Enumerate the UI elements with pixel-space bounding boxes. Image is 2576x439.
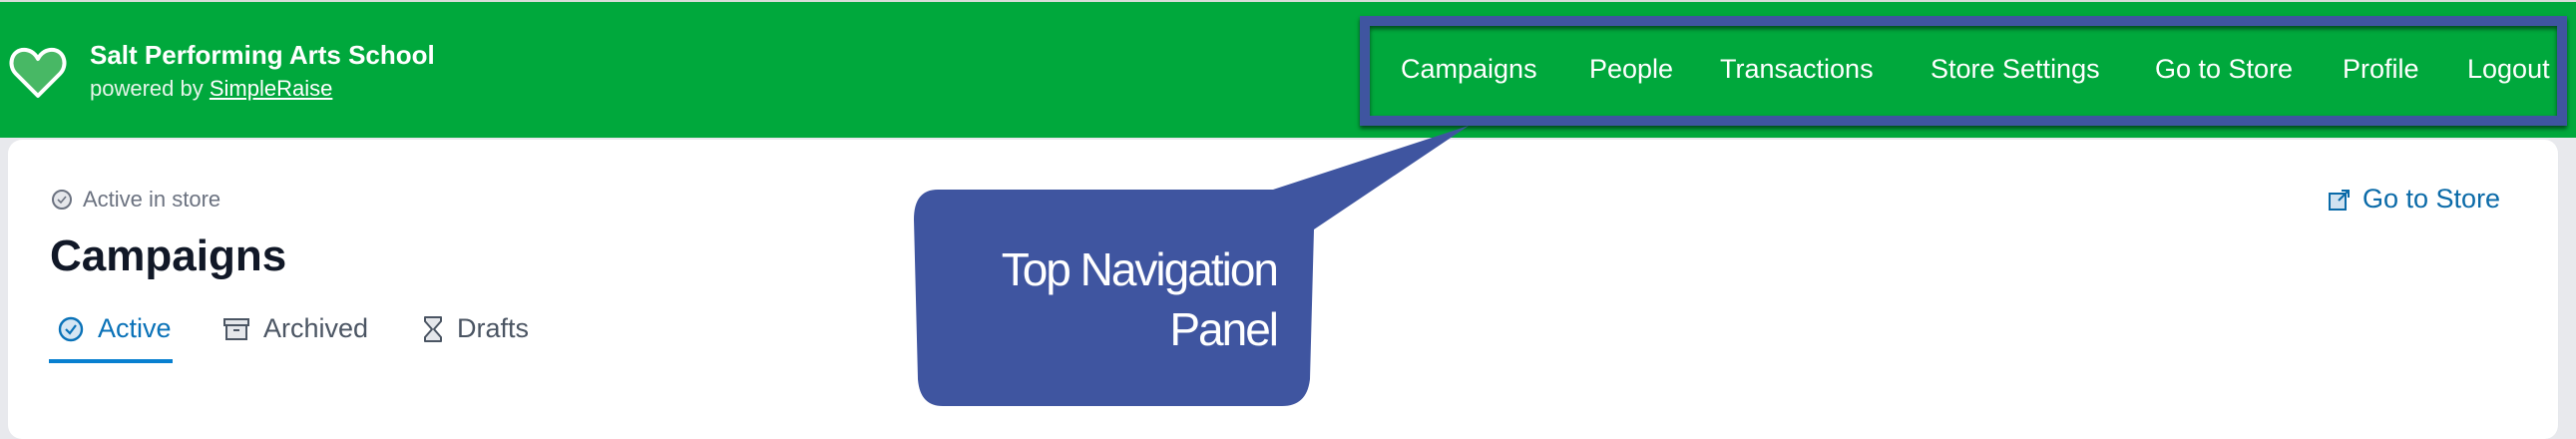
status-text: Active in store bbox=[83, 187, 221, 212]
annotation-highlight-box bbox=[1360, 16, 2567, 126]
archive-box-icon bbox=[223, 317, 249, 340]
hourglass-icon bbox=[424, 315, 442, 342]
annotation-line-2: Panel bbox=[1169, 303, 1279, 355]
tab-drafts[interactable]: Drafts bbox=[423, 313, 529, 344]
store-status: Active in store bbox=[51, 187, 220, 213]
org-name: Salt Performing Arts School bbox=[90, 40, 435, 70]
annotation-text: Top Navigation Panel bbox=[914, 239, 1279, 359]
nav-logout[interactable]: Logout bbox=[2467, 54, 2550, 84]
nav-store-settings[interactable]: Store Settings bbox=[1931, 54, 2100, 84]
check-circle-icon bbox=[58, 316, 84, 341]
nav-people[interactable]: People bbox=[1589, 54, 1674, 84]
tab-label: Archived bbox=[263, 313, 369, 343]
nav-campaigns[interactable]: Campaigns bbox=[1401, 54, 1537, 84]
simpleraise-link[interactable]: SimpleRaise bbox=[209, 76, 333, 101]
tab-archived[interactable]: Archived bbox=[223, 313, 368, 344]
annotation-line-1: Top Navigation bbox=[1001, 243, 1279, 295]
go-to-store-link[interactable]: Go to Store bbox=[2329, 184, 2500, 215]
tab-label: Drafts bbox=[457, 313, 530, 343]
powered-by-label: powered by bbox=[90, 76, 204, 101]
page-title: Campaigns bbox=[50, 231, 287, 280]
nav-go-to-store[interactable]: Go to Store bbox=[2155, 54, 2294, 84]
tab-label: Active bbox=[98, 313, 172, 343]
top-edge bbox=[0, 0, 2576, 2]
external-link-icon bbox=[2329, 189, 2350, 211]
tab-active[interactable]: Active bbox=[58, 313, 172, 344]
check-circle-icon bbox=[52, 190, 72, 210]
top-nav: Campaigns People Transactions Store Sett… bbox=[0, 54, 2576, 88]
heart-logo-icon bbox=[9, 47, 67, 98]
active-tab-indicator bbox=[49, 359, 173, 363]
nav-transactions[interactable]: Transactions bbox=[1720, 54, 1874, 84]
nav-profile[interactable]: Profile bbox=[2343, 54, 2419, 84]
powered-by: powered by SimpleRaise bbox=[90, 76, 332, 102]
content-card bbox=[8, 140, 2559, 439]
go-to-store-label: Go to Store bbox=[2362, 184, 2501, 214]
